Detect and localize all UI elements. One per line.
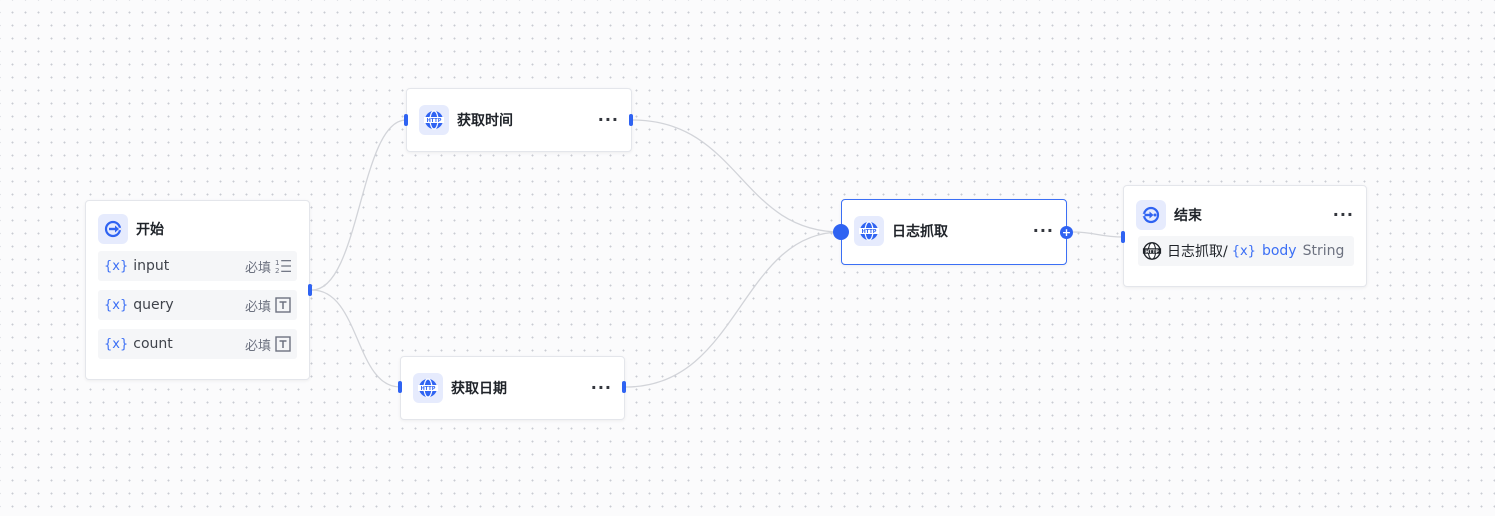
start-node-header: 开始 (86, 212, 309, 246)
http-globe-icon: HTTP (413, 373, 443, 403)
get-time-output-port[interactable] (629, 114, 633, 126)
svg-text:HTTP: HTTP (427, 118, 442, 124)
svg-text:HTTP: HTTP (862, 229, 877, 235)
start-icon (98, 214, 128, 244)
output-source-label: 日志抓取/ (1167, 244, 1228, 260)
text-type-icon (275, 336, 291, 352)
get-date-input-port[interactable] (398, 381, 402, 393)
svg-text:HTTP: HTTP (1145, 249, 1159, 255)
start-variable-row-input[interactable]: {x} input 必填 1 2 (98, 251, 297, 281)
end-node-title: 结束 (1174, 208, 1202, 224)
http-globe-icon: HTTP (854, 216, 884, 246)
start-variable-row-count[interactable]: {x} count 必填 (98, 329, 297, 359)
get-date-output-port[interactable] (622, 381, 626, 393)
end-node-header: 结束 ··· (1124, 198, 1366, 232)
end-node[interactable]: 结束 ··· HTTP 日志抓取/ {x} body String (1123, 185, 1367, 287)
edge-start-to-get-time[interactable] (311, 119, 407, 291)
get-date-node-title: 获取日期 (451, 381, 507, 397)
end-input-port[interactable] (1121, 231, 1125, 243)
http-source-icon: HTTP (1142, 241, 1162, 261)
edge-get-date-to-log-fetch[interactable] (625, 231, 842, 388)
log-fetch-input-port[interactable] (833, 224, 849, 240)
number-list-icon: 1 2 (275, 258, 291, 275)
required-label: 必填 (244, 299, 271, 315)
variable-name: input (133, 258, 170, 274)
get-time-node[interactable]: HTTP 获取时间 ··· (406, 88, 632, 152)
end-output-row[interactable]: HTTP 日志抓取/ {x} body String (1138, 236, 1354, 266)
end-icon (1136, 200, 1166, 230)
start-node[interactable]: 开始 {x} input 必填 1 2 {x} query 必填 (85, 200, 310, 380)
start-output-port[interactable] (308, 284, 312, 296)
edge-start-to-get-date[interactable] (311, 289, 401, 388)
get-time-node-header: HTTP 获取时间 ··· (407, 103, 631, 137)
more-options-button[interactable]: ··· (1332, 205, 1354, 224)
variable-tag: {x} (104, 336, 129, 352)
required-label: 必填 (244, 260, 271, 276)
log-fetch-node-title: 日志抓取 (892, 224, 948, 240)
output-variable-type: String (1302, 243, 1345, 259)
more-options-button[interactable]: ··· (597, 110, 619, 129)
svg-text:HTTP: HTTP (421, 386, 436, 392)
output-variable-name: body (1261, 243, 1297, 259)
edge-log-fetch-to-end[interactable] (1072, 231, 1124, 238)
required-label: 必填 (244, 338, 271, 354)
get-date-node-header: HTTP 获取日期 ··· (401, 371, 624, 405)
text-type-icon (275, 297, 291, 313)
get-time-input-port[interactable] (404, 114, 408, 126)
svg-text:2: 2 (275, 266, 280, 275)
svg-text:1: 1 (275, 258, 280, 267)
log-fetch-node-header: HTTP 日志抓取 ··· (842, 214, 1066, 248)
start-variable-row-query[interactable]: {x} query 必填 (98, 290, 297, 320)
variable-tag: {x} (104, 297, 129, 313)
add-node-plus-icon[interactable]: + (1060, 226, 1073, 239)
variable-tag: {x} (1231, 243, 1256, 259)
more-options-button[interactable]: ··· (1032, 221, 1054, 240)
start-node-title: 开始 (136, 222, 164, 238)
variable-tag: {x} (104, 258, 129, 274)
log-fetch-node[interactable]: HTTP 日志抓取 ··· (841, 199, 1067, 265)
edge-get-time-to-log-fetch[interactable] (631, 119, 842, 233)
variable-name: count (133, 336, 173, 352)
get-time-node-title: 获取时间 (457, 113, 513, 129)
http-globe-icon: HTTP (419, 105, 449, 135)
get-date-node[interactable]: HTTP 获取日期 ··· (400, 356, 625, 420)
variable-name: query (133, 297, 174, 313)
more-options-button[interactable]: ··· (590, 378, 612, 397)
